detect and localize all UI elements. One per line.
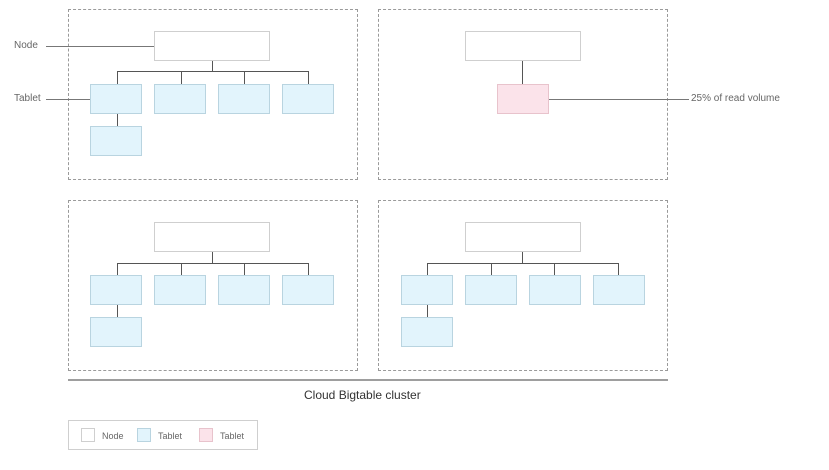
tablet-box: [401, 275, 453, 305]
node-panel-2: [378, 9, 668, 180]
legend-tablet-label: Tablet: [158, 431, 183, 441]
node-panel-4: [378, 200, 668, 371]
connector-line: [522, 61, 523, 84]
connector-line: [181, 263, 182, 275]
tablet-box: [282, 275, 334, 305]
node-box: [465, 31, 581, 61]
read-volume-callout-line: [549, 99, 689, 100]
node-panel-1: [68, 9, 358, 180]
legend-node-label: Node: [102, 431, 124, 441]
connector-line: [308, 263, 309, 275]
connector-line: [117, 263, 309, 264]
connector-line: [212, 61, 213, 71]
connector-line: [117, 114, 118, 126]
connector-line: [244, 71, 245, 84]
tablet-box: [90, 317, 142, 347]
node-box: [465, 222, 581, 252]
tablet-box: [90, 275, 142, 305]
connector-line: [244, 263, 245, 275]
read-volume-callout-label: 25% of read volume: [691, 93, 780, 104]
connector-line: [117, 71, 309, 72]
tablet-callout-label: Tablet: [14, 93, 41, 104]
connector-line: [427, 263, 428, 275]
connector-line: [117, 305, 118, 317]
legend-hot-tablet-label: Tablet: [220, 431, 245, 441]
legend-node-swatch: [81, 428, 95, 442]
tablet-box: [154, 84, 206, 114]
tablet-box: [465, 275, 517, 305]
connector-line: [308, 71, 309, 84]
connector-line: [117, 71, 118, 84]
node-panel-3: [68, 200, 358, 371]
connector-line: [427, 305, 428, 317]
tablet-callout-line: [46, 99, 90, 100]
connector-line: [212, 252, 213, 263]
connector-line: [117, 263, 118, 275]
connector-line: [491, 263, 492, 275]
tablet-box: [401, 317, 453, 347]
connector-line: [554, 263, 555, 275]
tablet-box: [218, 275, 270, 305]
connector-line: [522, 252, 523, 263]
tablet-box: [529, 275, 581, 305]
connector-line: [427, 263, 619, 264]
connector-line: [181, 71, 182, 84]
tablet-box: [282, 84, 334, 114]
tablet-box: [593, 275, 645, 305]
tablet-box: [90, 84, 142, 114]
cluster-divider: [68, 379, 668, 381]
tablet-box: [218, 84, 270, 114]
tablet-box: [154, 275, 206, 305]
node-callout-line: [46, 46, 154, 47]
tablet-box: [90, 126, 142, 156]
hot-tablet-box: [497, 84, 549, 114]
legend: Node Tablet Tablet: [68, 420, 258, 450]
node-box: [154, 31, 270, 61]
node-callout-label: Node: [14, 40, 38, 51]
cluster-label: Cloud Bigtable cluster: [304, 388, 421, 402]
connector-line: [618, 263, 619, 275]
node-box: [154, 222, 270, 252]
legend-tablet-swatch: [137, 428, 151, 442]
legend-hot-tablet-swatch: [199, 428, 213, 442]
